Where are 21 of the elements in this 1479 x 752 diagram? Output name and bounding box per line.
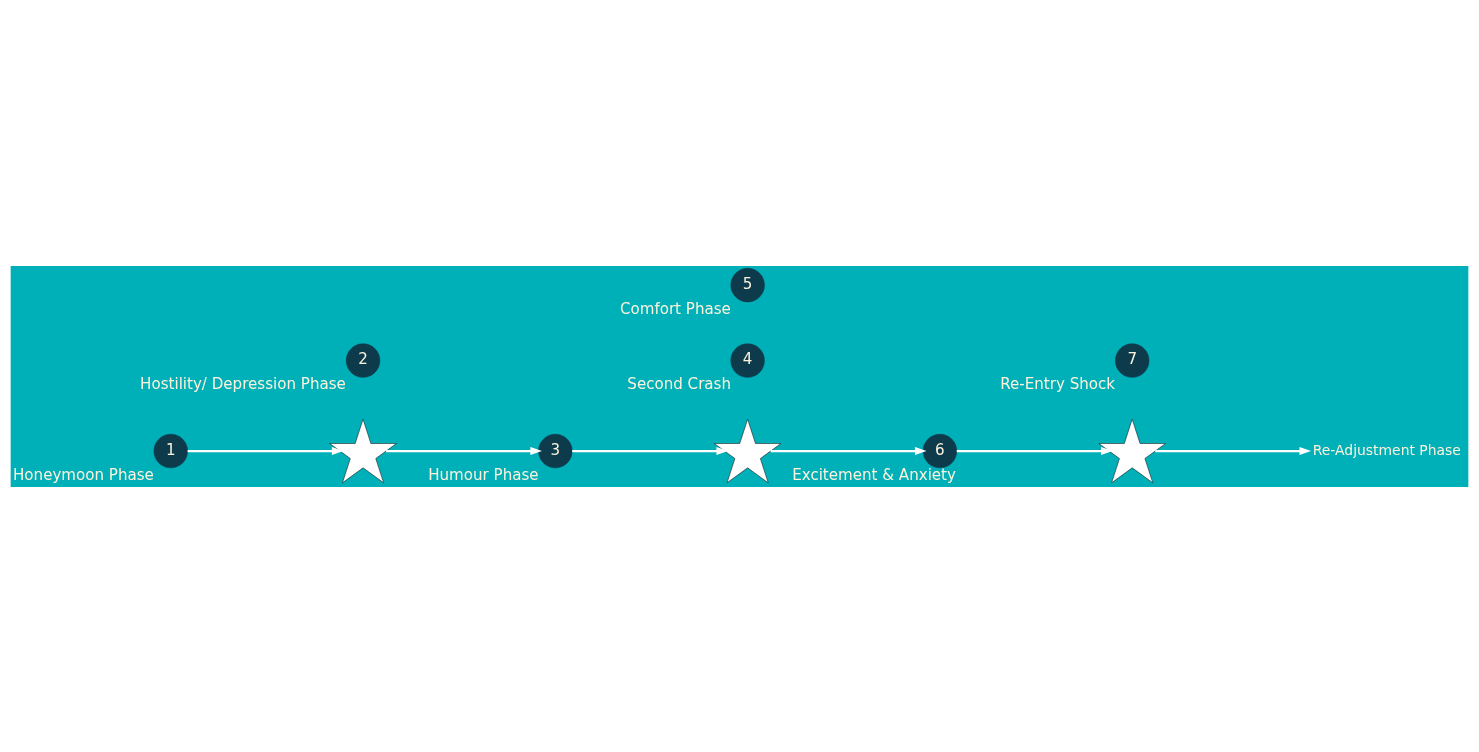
node-circle: 7 bbox=[1115, 342, 1150, 378]
node-label: Second Crash bbox=[627, 374, 732, 393]
node-circle: 4 bbox=[730, 342, 765, 378]
node-circle: 6 bbox=[922, 433, 957, 468]
node-label: Honeymoon Phase bbox=[13, 465, 154, 484]
node-circle: 2 bbox=[345, 342, 381, 378]
node-label: Excitement & Anxiety bbox=[792, 465, 956, 484]
arrow bbox=[386, 446, 542, 455]
node-label: Humour Phase bbox=[428, 465, 539, 484]
node-text: Re-Adjustment Phase bbox=[1312, 441, 1461, 458]
node-label: Hostility/ Depression Phase bbox=[140, 374, 346, 393]
node-label: Re-Entry Shock bbox=[1000, 374, 1116, 393]
arrow bbox=[956, 446, 1113, 455]
arrow bbox=[770, 446, 927, 455]
node-circle: 1 bbox=[153, 433, 188, 468]
node-circle: 5 bbox=[730, 267, 765, 302]
arrow bbox=[572, 446, 729, 455]
node-label: Comfort Phase bbox=[619, 299, 731, 318]
arrow bbox=[1155, 446, 1312, 455]
arrow bbox=[187, 446, 344, 455]
node-circle: 3 bbox=[538, 433, 573, 468]
